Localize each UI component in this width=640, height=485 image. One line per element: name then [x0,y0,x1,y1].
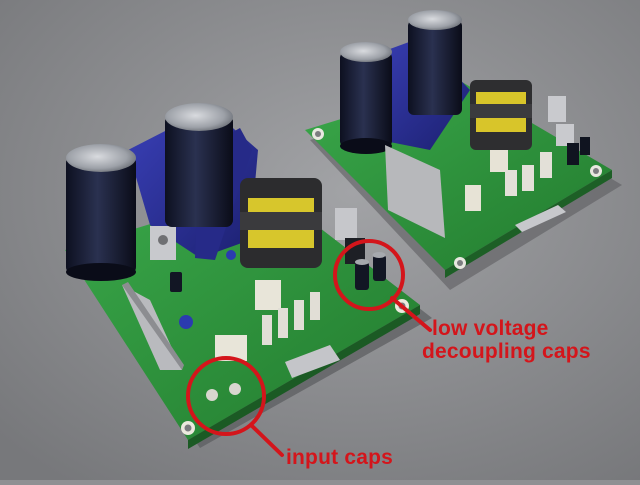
rear-amplifier-board [305,10,622,290]
input-highlight-circle [186,356,266,436]
input-pointer-line [249,423,284,457]
decoupling-annotation [333,239,432,332]
input-caps-label: input caps [286,446,394,469]
decoupling-caps-label: low voltage decoupling caps [422,317,591,362]
front-transformer [240,178,322,268]
decoupling-label-line2: decoupling caps [422,340,591,363]
front-connector [255,280,281,310]
rear-bulk-capacitor-2 [408,10,462,115]
rear-bulk-capacitor-1 [340,42,392,154]
input-annotation [186,356,284,457]
decoupling-pointer-line [390,296,432,332]
front-amplifier-board [65,103,432,449]
front-bulk-capacitor-2 [165,103,233,227]
rear-shield-plate [385,145,445,238]
decoupling-highlight-circle [333,239,405,311]
decoupling-label-line1: low voltage [432,317,549,340]
rear-transformer [470,80,532,150]
decoupling-capacitors [355,252,386,290]
front-bulk-capacitor-1 [66,144,136,281]
